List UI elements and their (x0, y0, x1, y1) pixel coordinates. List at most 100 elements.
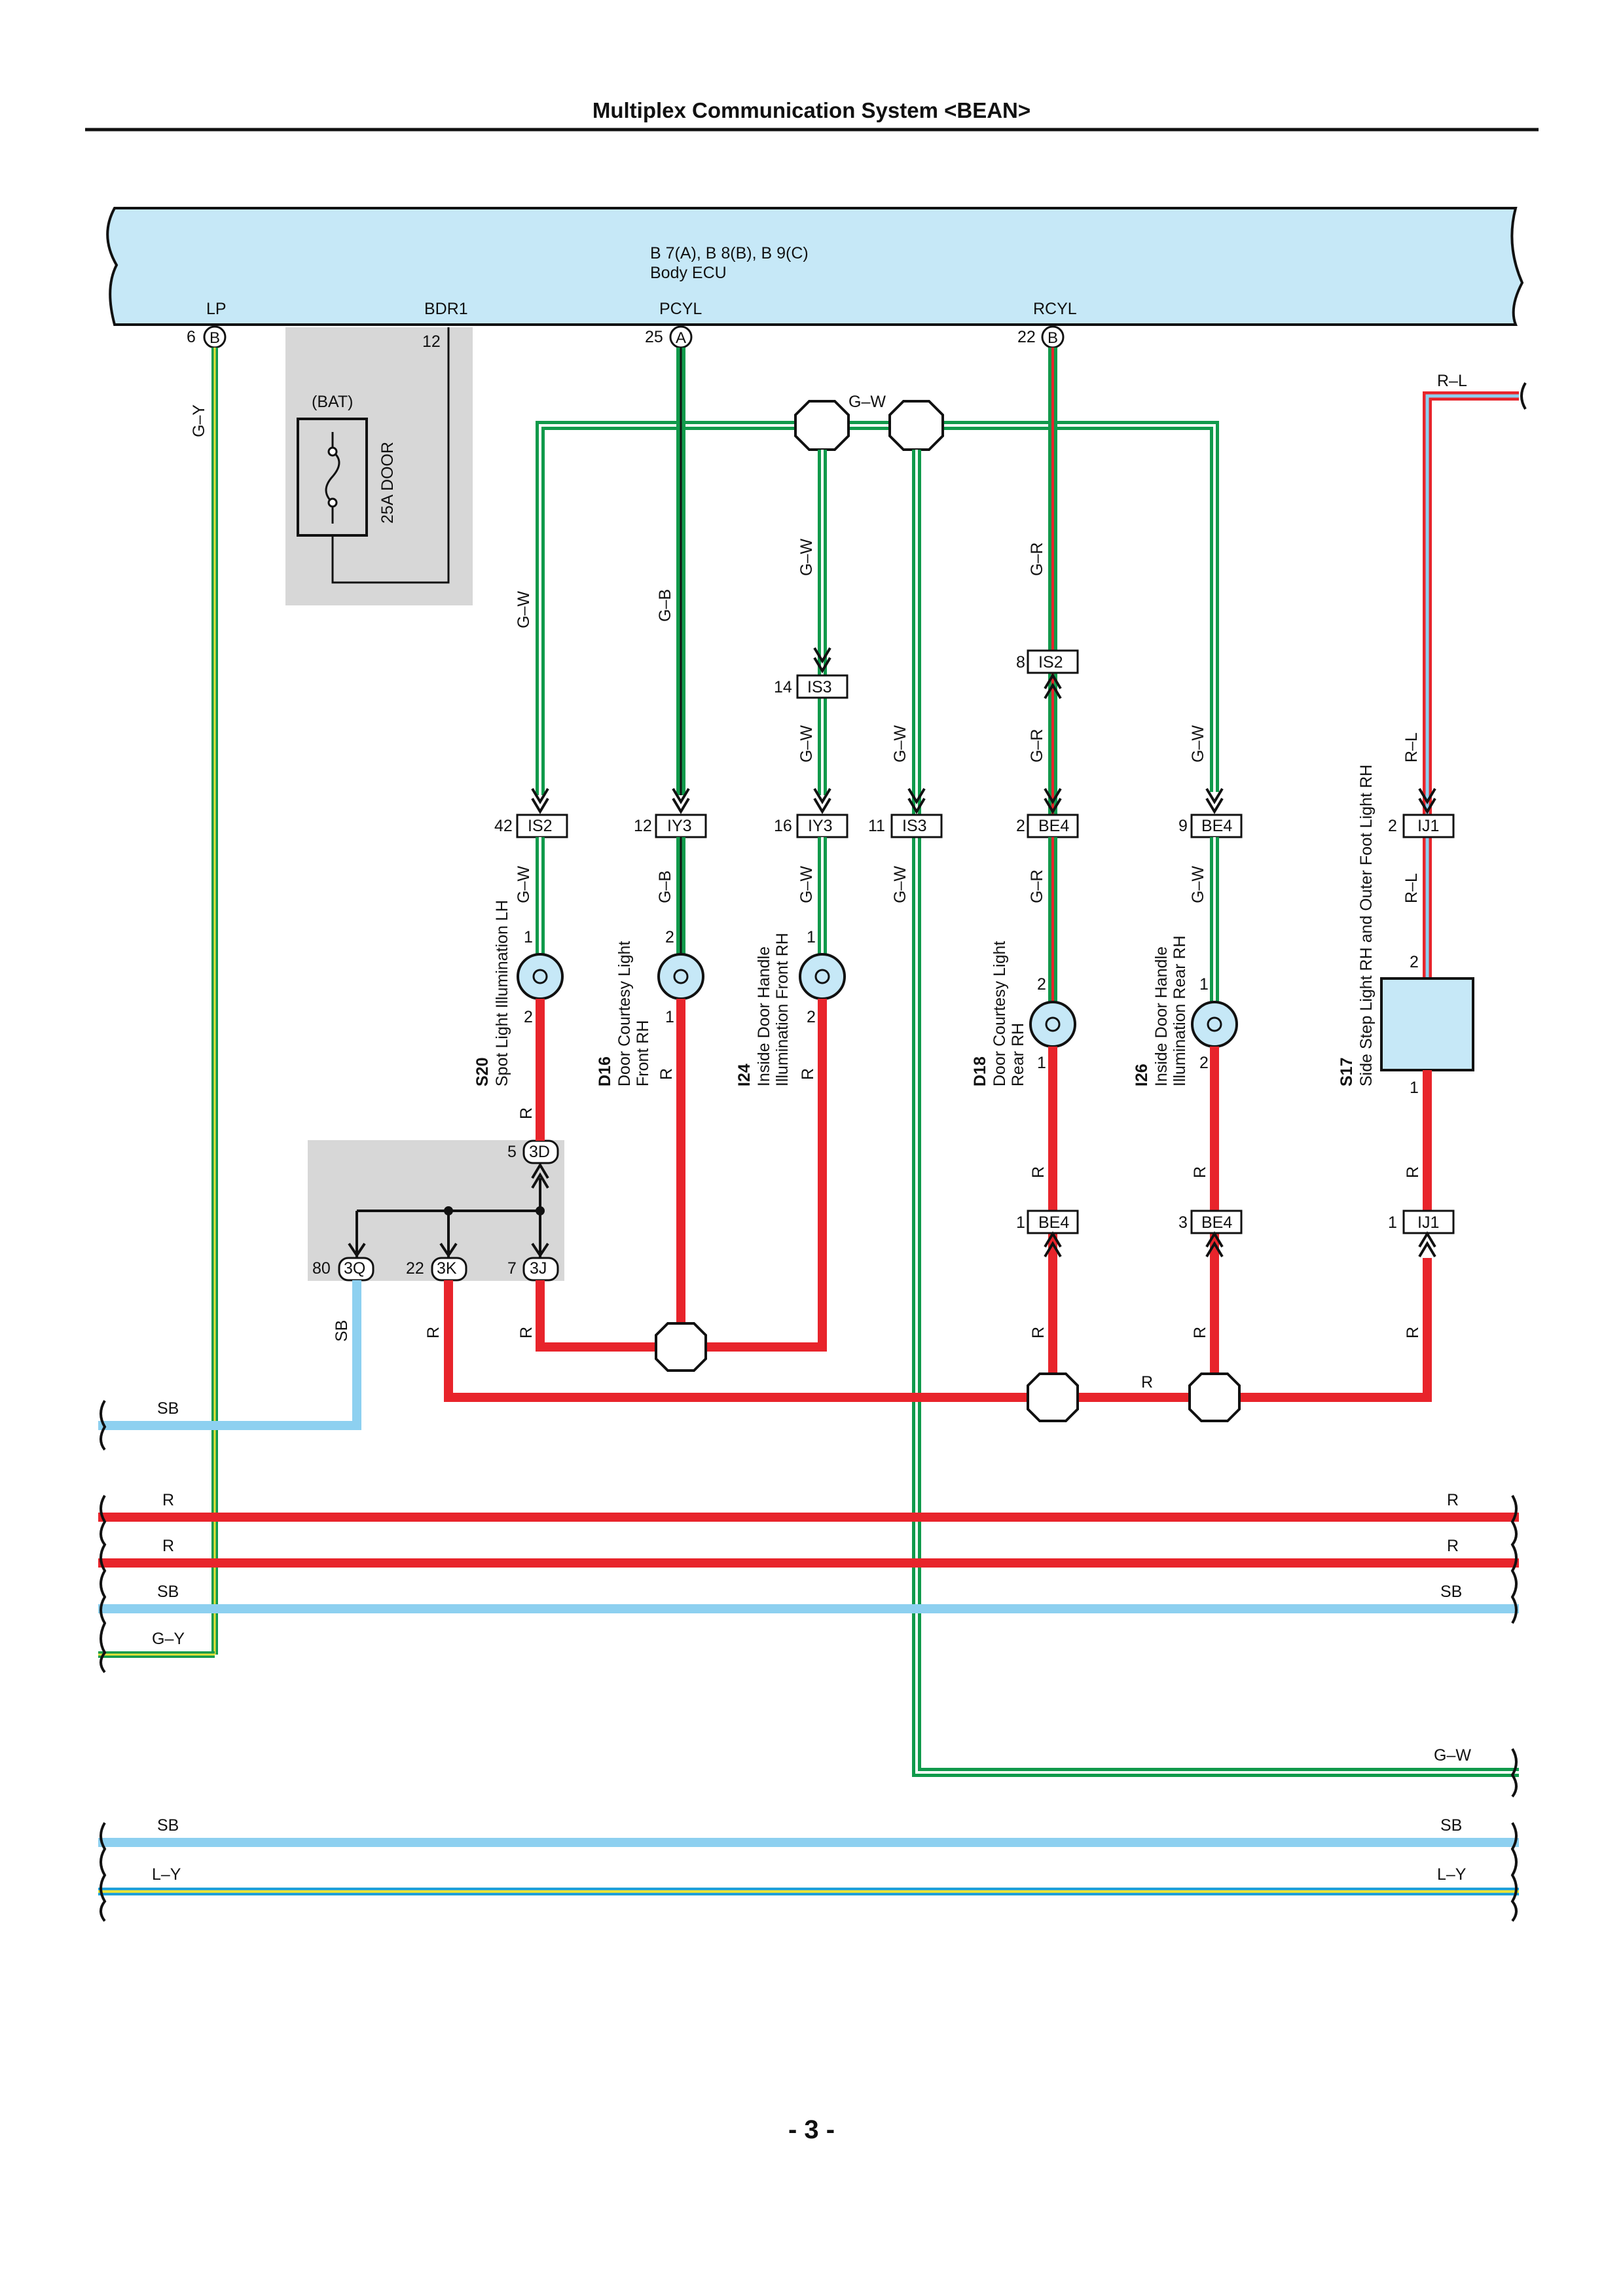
conn-lower-1-label: BE4 (1201, 1213, 1232, 1232)
wire-label-gw-long-2: G–W (891, 866, 909, 903)
wire-label-gb-pcyl: G–B (656, 589, 674, 622)
wire-label-gw-is3-upper: G–W (797, 539, 816, 576)
lamp-d16-bulb (657, 953, 704, 1000)
lamp-i26-filament (1207, 1016, 1222, 1032)
wire-label-gr-rcyl-low: G–R (1028, 870, 1046, 903)
wire-label-gw-i26-upper: G–W (1189, 725, 1207, 762)
lamp-i24-bulb (799, 953, 846, 1000)
lamp-i24-filament (814, 969, 830, 984)
conn-is3-upper-label: IS3 (807, 678, 832, 696)
junction-3q-pin: 80 (312, 1259, 331, 1278)
comp-s17-name: Side Step Light RH and Outer Foot Light … (1357, 764, 1376, 1086)
lamp-s20-pin-top: 1 (524, 928, 533, 946)
lamp-i26 (1191, 1001, 1238, 1048)
conn-row-3 (890, 814, 943, 838)
ecu-pin-rcyl-name: RCYL (1033, 300, 1077, 318)
conn-lower-2 (1402, 1210, 1455, 1234)
fuse-wire (331, 327, 450, 584)
wire-breaks-left (100, 1399, 107, 1922)
comp-d16-code: D16 (596, 1056, 614, 1086)
lamp-i26-pin-top: 1 (1199, 975, 1209, 994)
wire-label-r-d16: R (657, 1068, 676, 1080)
wire-label-rl-mid: R–L (1402, 732, 1421, 762)
ecu-name: Body ECU (650, 264, 727, 282)
bus-r-1-label-right: R (1447, 1491, 1459, 1509)
s17-pin-bottom: 1 (1410, 1079, 1419, 1097)
splice-gw-left (794, 400, 850, 451)
wire-rl-outer (1423, 391, 1519, 978)
ecu-pin-lp-num: 6 (187, 328, 196, 346)
junction-dot-2 (536, 1206, 545, 1215)
bus-sb-1-label-right: SB (1440, 1583, 1462, 1601)
junction-3j-label: 3J (530, 1259, 547, 1278)
comp-s20-name: Spot Light Illumination LH (493, 900, 511, 1086)
junction-3j-pin: 7 (507, 1259, 517, 1278)
comp-i26-name-1: Inside Door Handle (1152, 946, 1171, 1086)
connector-arrows (348, 647, 1436, 1258)
wire-gw-long-inner (915, 450, 1519, 1774)
wire-label-gw-long-1: G–W (891, 725, 909, 762)
bus-ly-label-right: L–Y (1437, 1865, 1467, 1884)
comp-d18-code: D18 (971, 1056, 989, 1086)
bdr1-pin-num: 12 (422, 332, 441, 351)
ecu-id: B 7(A), B 8(B), B 9(C) (650, 244, 809, 262)
wire-label-gb-d16-lower: G–B (656, 870, 674, 903)
fuse-block-strip (401, 327, 473, 419)
bus-r-2-label-right: R (1447, 1537, 1459, 1555)
comp-d16-name-2: Front RH (634, 1020, 652, 1086)
wire-label-gw-s20: G–W (515, 591, 533, 628)
wire-label-r-bus: R (1141, 1373, 1153, 1391)
wire-gw-bus-outer (536, 421, 1219, 795)
comp-d18-name-1: Door Courtesy Light (991, 941, 1009, 1086)
conn-row-4-label: BE4 (1038, 817, 1069, 835)
junction-3k-label: 3K (437, 1259, 457, 1278)
wire-label-gw-s20-lower: G–W (515, 866, 533, 903)
bus-gy-label: G–Y (152, 1630, 185, 1648)
comp-d18-name-2: Rear RH (1009, 1023, 1027, 1086)
lamp-i24-pin-bottom: 2 (807, 1008, 816, 1026)
ecu-pin-pcyl-conn: A (676, 329, 686, 347)
conn-row-3-pin: 11 (868, 817, 885, 835)
bus-sb-1-label-left: SB (157, 1583, 179, 1601)
lamp-i26-bulb (1191, 1001, 1238, 1048)
wire-label-r-d18-low: R (1029, 1327, 1048, 1338)
wire-label-r-i24: R (799, 1068, 817, 1080)
conn-row-1 (655, 814, 707, 838)
lamp-d18-bulb (1029, 1001, 1076, 1048)
conn-is2-upper-pin: 8 (1016, 653, 1025, 672)
wire-label-sb-3q: SB (333, 1320, 351, 1342)
conn-lower-0-pin: 1 (1016, 1213, 1025, 1232)
bus-r-1-label-left: R (162, 1491, 174, 1509)
junction-dot-1 (444, 1206, 453, 1215)
conn-lower-1 (1190, 1210, 1243, 1234)
wire-label-r-i26: R (1191, 1166, 1209, 1178)
fuse-terminal-top (327, 446, 338, 457)
ecu-pin-pcyl-name: PCYL (659, 300, 702, 318)
page-number: - 3 - (788, 2115, 835, 2144)
conn-row-0-pin: 42 (494, 817, 513, 835)
conn-is2-upper (1027, 649, 1079, 674)
wire-label-rl-top: R–L (1437, 372, 1467, 390)
wire-label-r-s17-low: R (1404, 1327, 1422, 1338)
lamp-s20-bulb (517, 953, 564, 1000)
lamp-d16 (657, 953, 704, 1000)
wire-label-r-s17: R (1404, 1166, 1422, 1178)
conn-lower-0-label: BE4 (1038, 1213, 1069, 1232)
comp-i26-name-2: Illumination Rear RH (1171, 935, 1189, 1086)
conn-row-2 (796, 814, 848, 838)
connector-row: 42 IS2 12 IY3 16 IY3 11 IS3 2 BE4 9 BE4 … (494, 814, 1455, 838)
conn-lower-2-label: IJ1 (1417, 1213, 1439, 1232)
lamp-i24-pin-top: 1 (807, 928, 816, 946)
splice-r-i26 (1188, 1372, 1241, 1422)
lamp-d16-filament (673, 969, 689, 984)
conn-is3-upper-pin: 14 (774, 678, 792, 696)
comp-s17-code: S17 (1338, 1058, 1356, 1086)
wire-gw-bus-inner (539, 424, 1216, 795)
conn-row-4-pin: 2 (1016, 817, 1025, 835)
conn-row-2-pin: 16 (774, 817, 792, 835)
conn-row-6-pin: 2 (1388, 817, 1397, 835)
comp-d16-name-1: Door Courtesy Light (615, 941, 634, 1086)
conn-row-4 (1027, 814, 1079, 838)
splice-gw-right (888, 400, 944, 451)
